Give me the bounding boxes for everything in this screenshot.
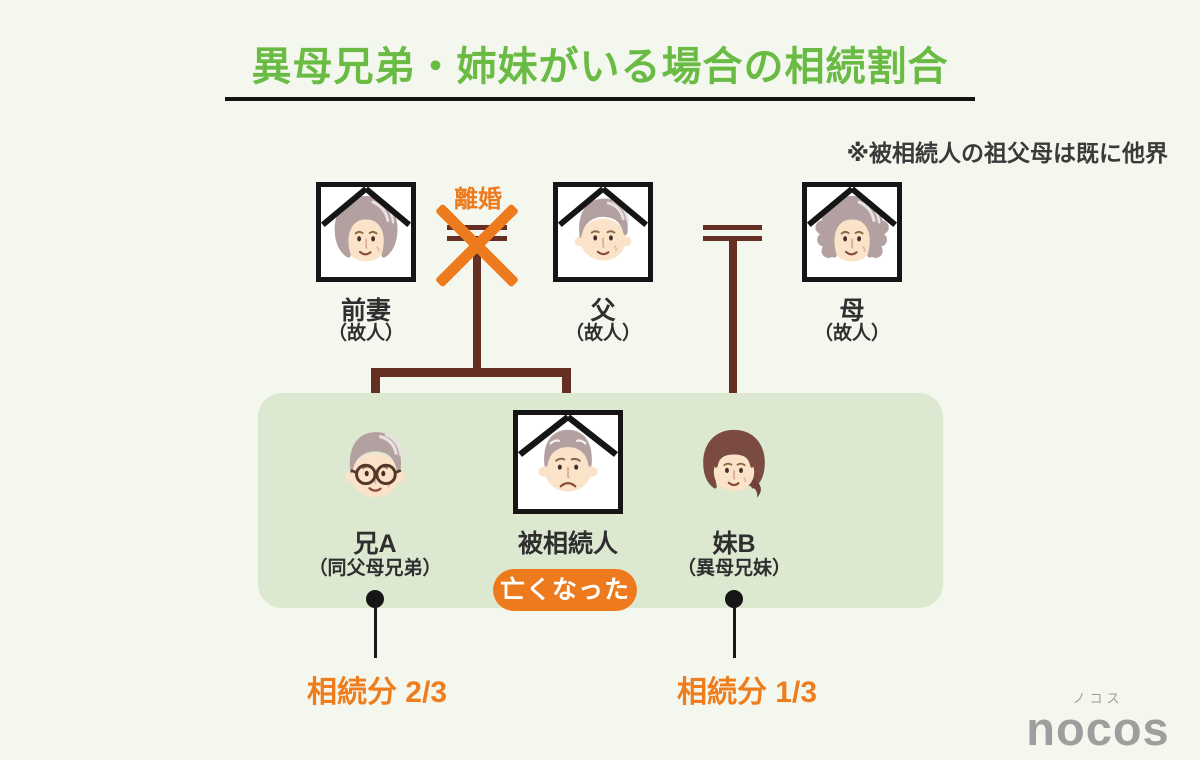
sister-b-sub-label: （異母兄妹） bbox=[676, 558, 791, 579]
page-title: 異母兄弟・姉妹がいる場合の相続割合 bbox=[251, 45, 949, 89]
memorial-ribbon-icon bbox=[321, 187, 411, 277]
nocos-logo: ノコス nocos bbox=[1008, 688, 1188, 752]
nocos-logo-ruby: ノコス bbox=[1072, 691, 1124, 706]
divorce-label: 離婚 bbox=[454, 186, 502, 213]
mother-memorial-photo bbox=[802, 182, 902, 282]
brother-a-sub-label: （同父母兄弟） bbox=[308, 558, 442, 579]
memorial-ribbon-icon bbox=[518, 415, 618, 509]
memorial-ribbon-icon bbox=[807, 187, 897, 277]
title-underline bbox=[225, 97, 975, 101]
sister-b-face-icon bbox=[702, 428, 766, 499]
sister-share-dot bbox=[725, 590, 743, 608]
father-memorial-photo bbox=[553, 182, 653, 282]
brother-a-face-icon bbox=[329, 420, 421, 516]
ex-wife-name: 前妻 bbox=[340, 297, 391, 325]
marriage-line-bottom bbox=[703, 236, 762, 241]
father-sub-label: （故人） bbox=[564, 323, 641, 344]
brother-a-name: 兄A bbox=[353, 530, 397, 558]
sister-b-name: 妹B bbox=[712, 530, 756, 558]
sibling-branch-bar bbox=[371, 368, 571, 377]
ex-wife-memorial-photo bbox=[316, 182, 416, 282]
sister-share-stem bbox=[733, 606, 736, 658]
branch-stub-decedent bbox=[562, 368, 571, 403]
brother-share-stem bbox=[374, 606, 377, 658]
branch-stub-brother bbox=[371, 368, 380, 403]
sister-share-label: 相続分 1/3 bbox=[676, 676, 818, 709]
ex-wife-sub-label: （故人） bbox=[327, 323, 404, 344]
mother-sub-label: （故人） bbox=[813, 323, 890, 344]
brother-share-dot bbox=[366, 590, 384, 608]
deceased-badge: 亡くなった bbox=[493, 569, 637, 611]
divorce-cross-icon bbox=[423, 203, 531, 288]
father-name: 父 bbox=[590, 297, 616, 325]
sister-descend-line bbox=[729, 241, 737, 403]
mother-name: 母 bbox=[839, 297, 865, 325]
decedent-name: 被相続人 bbox=[517, 530, 618, 558]
grandparents-note: ※被相続人の祖父母は既に他界 bbox=[846, 140, 1168, 166]
memorial-ribbon-icon bbox=[558, 187, 648, 277]
nocos-logo-text: nocos bbox=[1026, 702, 1170, 755]
divorce-marriage-line-top bbox=[447, 225, 507, 230]
brother-share-label: 相続分 2/3 bbox=[306, 676, 448, 709]
divorce-descend-line bbox=[473, 241, 481, 370]
marriage-line-top bbox=[703, 225, 762, 230]
decedent-memorial-photo bbox=[513, 410, 623, 514]
